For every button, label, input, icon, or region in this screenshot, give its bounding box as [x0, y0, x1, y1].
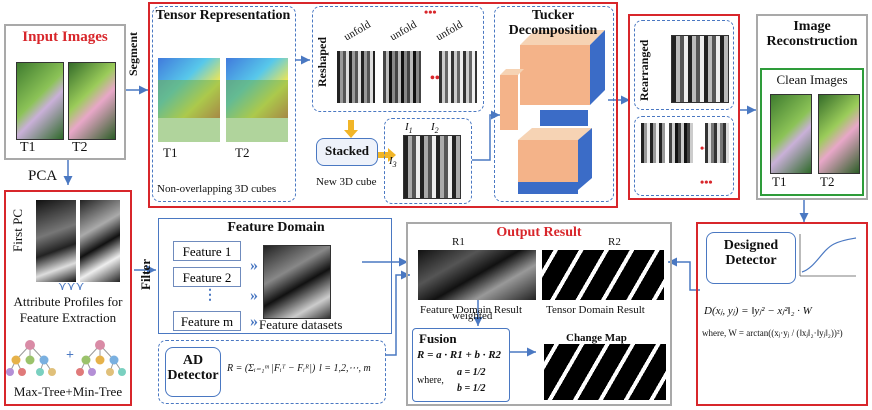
fusion-panel: Fusion R = a · R1 + b · R2 where, a = 1/…	[412, 328, 510, 402]
stacked-label: Stacked	[324, 143, 370, 158]
rearranged-panel-outer	[628, 14, 740, 200]
tree-nodes	[6, 340, 126, 376]
feature-m-box: Feature m	[173, 311, 241, 331]
input-images-panel: Input Images T1 T2	[4, 24, 126, 160]
r1-label: R1	[452, 236, 465, 248]
ad-detector-panel: AD Detector R = (Σᵢ₌₁ᵐ |Fᵢᵀ − Fᵢᴿ|) l = …	[158, 340, 386, 404]
feature-datasets-label: Feature datasets	[259, 317, 343, 332]
tensor-representation-panel: Tensor Representation T1 T2 Non-overlapp…	[152, 6, 296, 202]
detector-formula: D(xⱼ, yⱼ) = ‖yⱼ² − xⱼ²‖₂ · W	[704, 305, 812, 317]
new-cube-panel: I3 I1 I2	[384, 118, 472, 204]
ad-detector-title: AD Detector	[167, 353, 219, 383]
unfold-matrix-3	[439, 51, 477, 103]
designed-detector-title: Designed Detector	[723, 238, 779, 268]
tucker-core-cube	[500, 30, 605, 130]
feature-domain-title: Feature Domain	[227, 220, 325, 235]
designed-detector-panel: Designed Detector D(xⱼ, yⱼ) = ‖yⱼ² − xⱼ²…	[696, 222, 868, 406]
tensor-domain-result-label: Tensor Domain Result	[546, 304, 645, 316]
clean-image-t2	[818, 94, 860, 174]
new-3d-cube-label: New 3D cube	[316, 176, 377, 188]
feature-domain-result-image	[418, 250, 536, 300]
svg-text:⋎⋎⋎: ⋎⋎⋎	[58, 279, 85, 293]
label-t2: T2	[72, 140, 88, 155]
image-reconstruction-title: Image Reconstruction	[766, 19, 858, 49]
dim-i2: I	[431, 121, 435, 133]
segment-label: Segment	[126, 32, 140, 76]
attribute-profiles-label: Attribute Profiles for Feature Extractio…	[13, 294, 123, 325]
ad-formula: R = (Σᵢ₌₁ᵐ |Fᵢᵀ − Fᵢᴿ|)	[227, 363, 316, 374]
svg-text:»: »	[250, 313, 258, 330]
attribute-profile-panel: First PC Attribute Profiles for Feature …	[4, 190, 132, 406]
first-pc-label: First PC	[10, 209, 25, 252]
tensor-representation-title: Tensor Representation	[155, 8, 291, 23]
stacked-panel: Stacked	[316, 138, 378, 166]
input-image-t2	[68, 62, 116, 140]
feature-domain-result-label: Feature Domain Result	[420, 304, 523, 316]
tensor-pipeline-panel	[148, 2, 618, 208]
feature-dataset-image	[263, 245, 331, 319]
label-t1: T1	[20, 140, 36, 155]
ad-range: l = 1,2,⋯, m	[319, 363, 371, 374]
reshaped-panel: Reshaped unfold unfold unfold	[312, 6, 484, 112]
fusion-a: a = 1/2	[457, 367, 486, 378]
plus-label: +	[66, 348, 74, 363]
rearranged-cube-image	[671, 35, 729, 103]
feature-domain-panel: Feature Domain Feature 1 Feature 2 ⋮ Fea…	[158, 218, 392, 334]
tensor-t2-label: T2	[235, 145, 250, 160]
weight-formula: where, W = arctan((xⱼ·yⱼ / (‖xⱼ‖₂·‖yⱼ‖₂)…	[702, 328, 843, 338]
r2-label: R2	[608, 236, 621, 248]
reshaped-label: Reshaped	[315, 36, 329, 87]
unfold-matrix-1	[337, 51, 375, 103]
tensor-domain-result-image	[542, 250, 664, 300]
weighted-label: weighted	[452, 310, 493, 322]
new-cube-image	[403, 135, 461, 199]
fusion-title: Fusion	[419, 331, 457, 346]
tucker-title: Tucker Decomposition	[508, 8, 598, 38]
clean-image-t1	[770, 94, 812, 174]
tensor-t1-label: T1	[163, 145, 178, 160]
first-pc-image-2	[80, 200, 120, 282]
fusion-where: where,	[417, 375, 444, 386]
dim-i1: I	[405, 121, 409, 133]
fusion-formula: R = a · R1 + b · R2	[417, 349, 502, 361]
unfold-label-1: unfold	[341, 18, 373, 44]
pca-label: PCA	[28, 168, 58, 184]
image-reconstruction-panel: Image Reconstruction	[756, 14, 868, 200]
unfold-label-3: unfold	[433, 18, 465, 44]
output-result-title: Output Result	[496, 225, 582, 240]
tucker-panel: Tucker Decomposition	[494, 6, 614, 202]
feature-dots: ⋮	[203, 288, 217, 303]
non-overlapping-label: Non-overlapping 3D cubes	[157, 183, 277, 195]
rearranged-label: Rearranged	[637, 39, 651, 101]
rearranged-matrix-panel	[634, 116, 734, 196]
feature-1-box: Feature 1	[173, 241, 241, 261]
filter-label: Filter	[138, 258, 153, 290]
change-map-image	[544, 344, 666, 400]
tensor-cubes	[158, 58, 288, 142]
dim-i3: I	[389, 155, 393, 167]
svg-text:•••: •••	[424, 5, 437, 19]
svg-text:•••: •••	[700, 175, 713, 189]
unfold-label-2: unfold	[387, 18, 419, 44]
clean-images-panel: Clean Images T1 T2	[760, 68, 864, 196]
change-map-label: Change Map	[566, 332, 627, 344]
feature-2-box: Feature 2	[173, 267, 241, 287]
output-result-panel: Output Result R1 R2 Feature Domain Resul…	[406, 222, 672, 406]
first-pc-image-1	[36, 200, 76, 282]
svg-text:»: »	[250, 257, 258, 274]
tucker-factor-cube	[518, 128, 592, 194]
clean-t2-label: T2	[820, 174, 835, 189]
input-images-title: Input Images	[22, 29, 108, 45]
unfold-matrix-2	[383, 51, 421, 103]
svg-text:»: »	[250, 287, 258, 304]
clean-t1-label: T1	[772, 174, 787, 189]
detector-curve	[799, 234, 857, 277]
clean-images-label: Clean Images	[776, 72, 848, 87]
input-image-t1	[16, 62, 64, 140]
fusion-b: b = 1/2	[457, 383, 486, 394]
max-min-tree-label: Max-Tree+Min-Tree	[13, 384, 123, 399]
rearranged-panel: Rearranged	[634, 20, 734, 110]
